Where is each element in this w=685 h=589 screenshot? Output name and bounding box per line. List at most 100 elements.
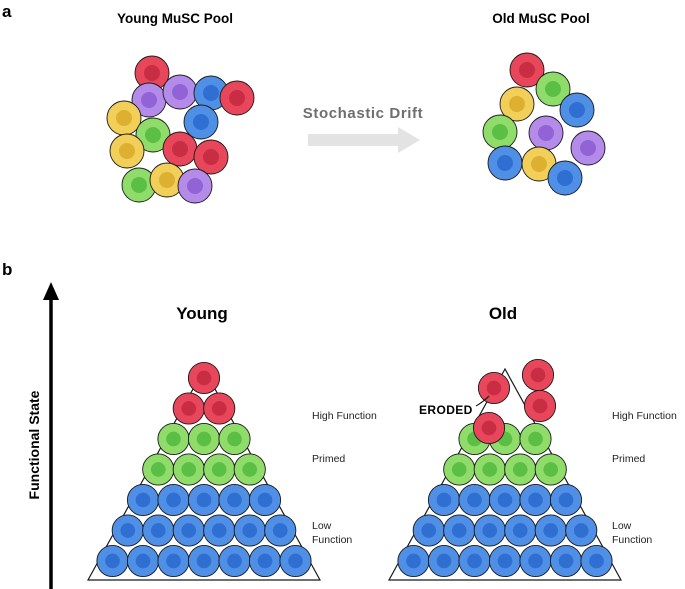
- old-pool-cell: [482, 114, 518, 150]
- pyramid-cell-blue: [248, 483, 282, 517]
- pyramid-cell-green-nucleus: [150, 462, 166, 477]
- young-pool-cell-nucleus: [145, 127, 161, 143]
- young-pool-cell-nucleus: [172, 141, 188, 157]
- old-pool-cell-nucleus: [557, 170, 573, 186]
- escaped-cell: [477, 371, 511, 405]
- young-pool: [106, 55, 255, 204]
- pyramid-cell-blue-nucleus: [105, 553, 120, 569]
- young-pool-cell: [219, 80, 255, 116]
- old-pool-cell-nucleus: [545, 81, 561, 97]
- drift-arrow: [308, 127, 420, 153]
- pyramid-cell-blue-nucleus: [406, 553, 421, 569]
- pyramid-cell-blue-nucleus: [196, 553, 212, 569]
- old-pool-cell-nucleus: [492, 124, 508, 140]
- young-pool-cell: [109, 133, 145, 169]
- pyramid-cell-blue: [565, 514, 598, 547]
- old-pool: [482, 52, 606, 196]
- old-pool-title: Old MuSC Pool: [492, 11, 590, 26]
- drift-arrow-shaft: [308, 134, 400, 146]
- pyramid-cell-green: [172, 453, 205, 486]
- old-pool-cell: [499, 86, 535, 122]
- pyramid-cell-green: [203, 453, 236, 486]
- pyramid-cell-blue-nucleus: [512, 523, 528, 538]
- pyramid-cell-blue-nucleus: [436, 553, 452, 569]
- pyramid-cell-blue-nucleus: [528, 553, 543, 569]
- functional-state-axis: [43, 282, 59, 589]
- young-pool-cell: [131, 82, 167, 118]
- pyramid-cell-blue-nucleus: [528, 492, 543, 508]
- pyramid-cell-blue-nucleus: [135, 553, 151, 569]
- pyramid-cell-blue: [534, 514, 567, 547]
- pyramid-cell-blue-nucleus: [120, 523, 136, 538]
- pyramid-cell-blue: [549, 483, 583, 517]
- drift-label: Stochastic Drift: [303, 105, 423, 122]
- pyramid-cell-green-nucleus: [528, 431, 543, 447]
- old-pool-cell: [570, 130, 606, 166]
- pyramid-cell-blue-nucleus: [257, 492, 273, 508]
- young-pool-cell: [183, 104, 219, 140]
- pyramid-cell-blue-nucleus: [166, 553, 181, 569]
- young-pool-cell-nucleus: [159, 172, 175, 188]
- pyramid-cell-blue: [458, 483, 491, 517]
- pyramid-cell-blue-nucleus: [558, 492, 574, 508]
- pyramid-cell-green-nucleus: [451, 462, 467, 477]
- old-pool-cell: [521, 146, 557, 182]
- pyramid-cell-blue: [187, 483, 221, 517]
- pyramid-cell-red-nucleus: [196, 370, 212, 386]
- pyramid-cell-green: [233, 453, 266, 486]
- old-pool-cell: [547, 160, 583, 196]
- young-pool-cell-nucleus: [172, 84, 188, 100]
- pyramid-cell-blue: [458, 544, 491, 578]
- pyramid-cell-red: [203, 392, 236, 425]
- pyramid-cell-blue-nucleus: [257, 553, 273, 569]
- pyramid-cell-blue-nucleus: [421, 523, 437, 538]
- pyramid-cell-green-nucleus: [181, 462, 197, 477]
- young-pool-cell: [121, 167, 157, 203]
- old-pool-cell-nucleus: [569, 102, 585, 118]
- old-pool-cell: [528, 115, 564, 151]
- pyramid-cell-blue: [488, 483, 522, 517]
- pyramid-cell-green: [187, 422, 221, 456]
- panel-b-letter: b: [2, 260, 12, 279]
- pyramid-cell-blue: [580, 544, 613, 578]
- old-pool-cell: [559, 92, 595, 128]
- pyramid-cell-green-nucleus: [211, 462, 227, 477]
- young-high-function-label: High Function: [312, 410, 377, 422]
- young-pool-cell: [135, 117, 171, 153]
- pyramid-cell-green: [142, 453, 175, 486]
- pyramid-cell-red-nucleus: [211, 401, 227, 416]
- old-pool-cell-nucleus: [531, 156, 547, 172]
- pyramid-cell-blue-nucleus: [451, 523, 467, 538]
- eroded-pointer: [475, 395, 490, 407]
- old-low-function-label-line1: Low: [612, 520, 632, 532]
- old-pool-cell-nucleus: [580, 140, 596, 156]
- pyramid-cell-blue: [157, 483, 190, 517]
- pyramid-cell-blue-nucleus: [543, 523, 559, 538]
- pyramid-cell-green: [157, 422, 190, 456]
- escaped-cell-nucleus: [532, 398, 548, 414]
- pyramid-cell-red: [172, 392, 205, 425]
- pyramid-cell-red-nucleus: [181, 401, 197, 416]
- pyramid-cell-blue: [427, 544, 461, 578]
- young-pool-cell-nucleus: [193, 114, 209, 130]
- pyramid-cell-blue-nucleus: [436, 492, 452, 508]
- pyramid-cell-blue: [264, 514, 297, 547]
- pyramid-cell-blue-nucleus: [150, 523, 166, 538]
- young-pool-cell-nucleus: [116, 110, 132, 126]
- young-pool-cell-nucleus: [203, 85, 219, 101]
- young-title: Young: [176, 304, 228, 323]
- pyramid-cell-blue-nucleus: [589, 553, 604, 569]
- pyramid-cell-blue: [248, 544, 282, 578]
- pyramid-cell-blue-nucleus: [211, 523, 227, 538]
- pyramid-cell-blue-nucleus: [288, 553, 303, 569]
- pyramid-cell-green: [473, 453, 506, 486]
- pyramid-cell-blue: [519, 483, 552, 517]
- pyramid-cell-blue-nucleus: [558, 553, 574, 569]
- pyramid-cell-blue: [111, 514, 144, 547]
- old-high-function-label: High Function: [612, 410, 677, 422]
- pyramid-cell-green: [443, 453, 476, 486]
- pyramid-cell-blue-nucleus: [135, 492, 151, 508]
- axis-arrowhead: [43, 282, 59, 300]
- young-pool-cell: [134, 55, 170, 91]
- pyramid-cell-blue-nucleus: [573, 523, 589, 538]
